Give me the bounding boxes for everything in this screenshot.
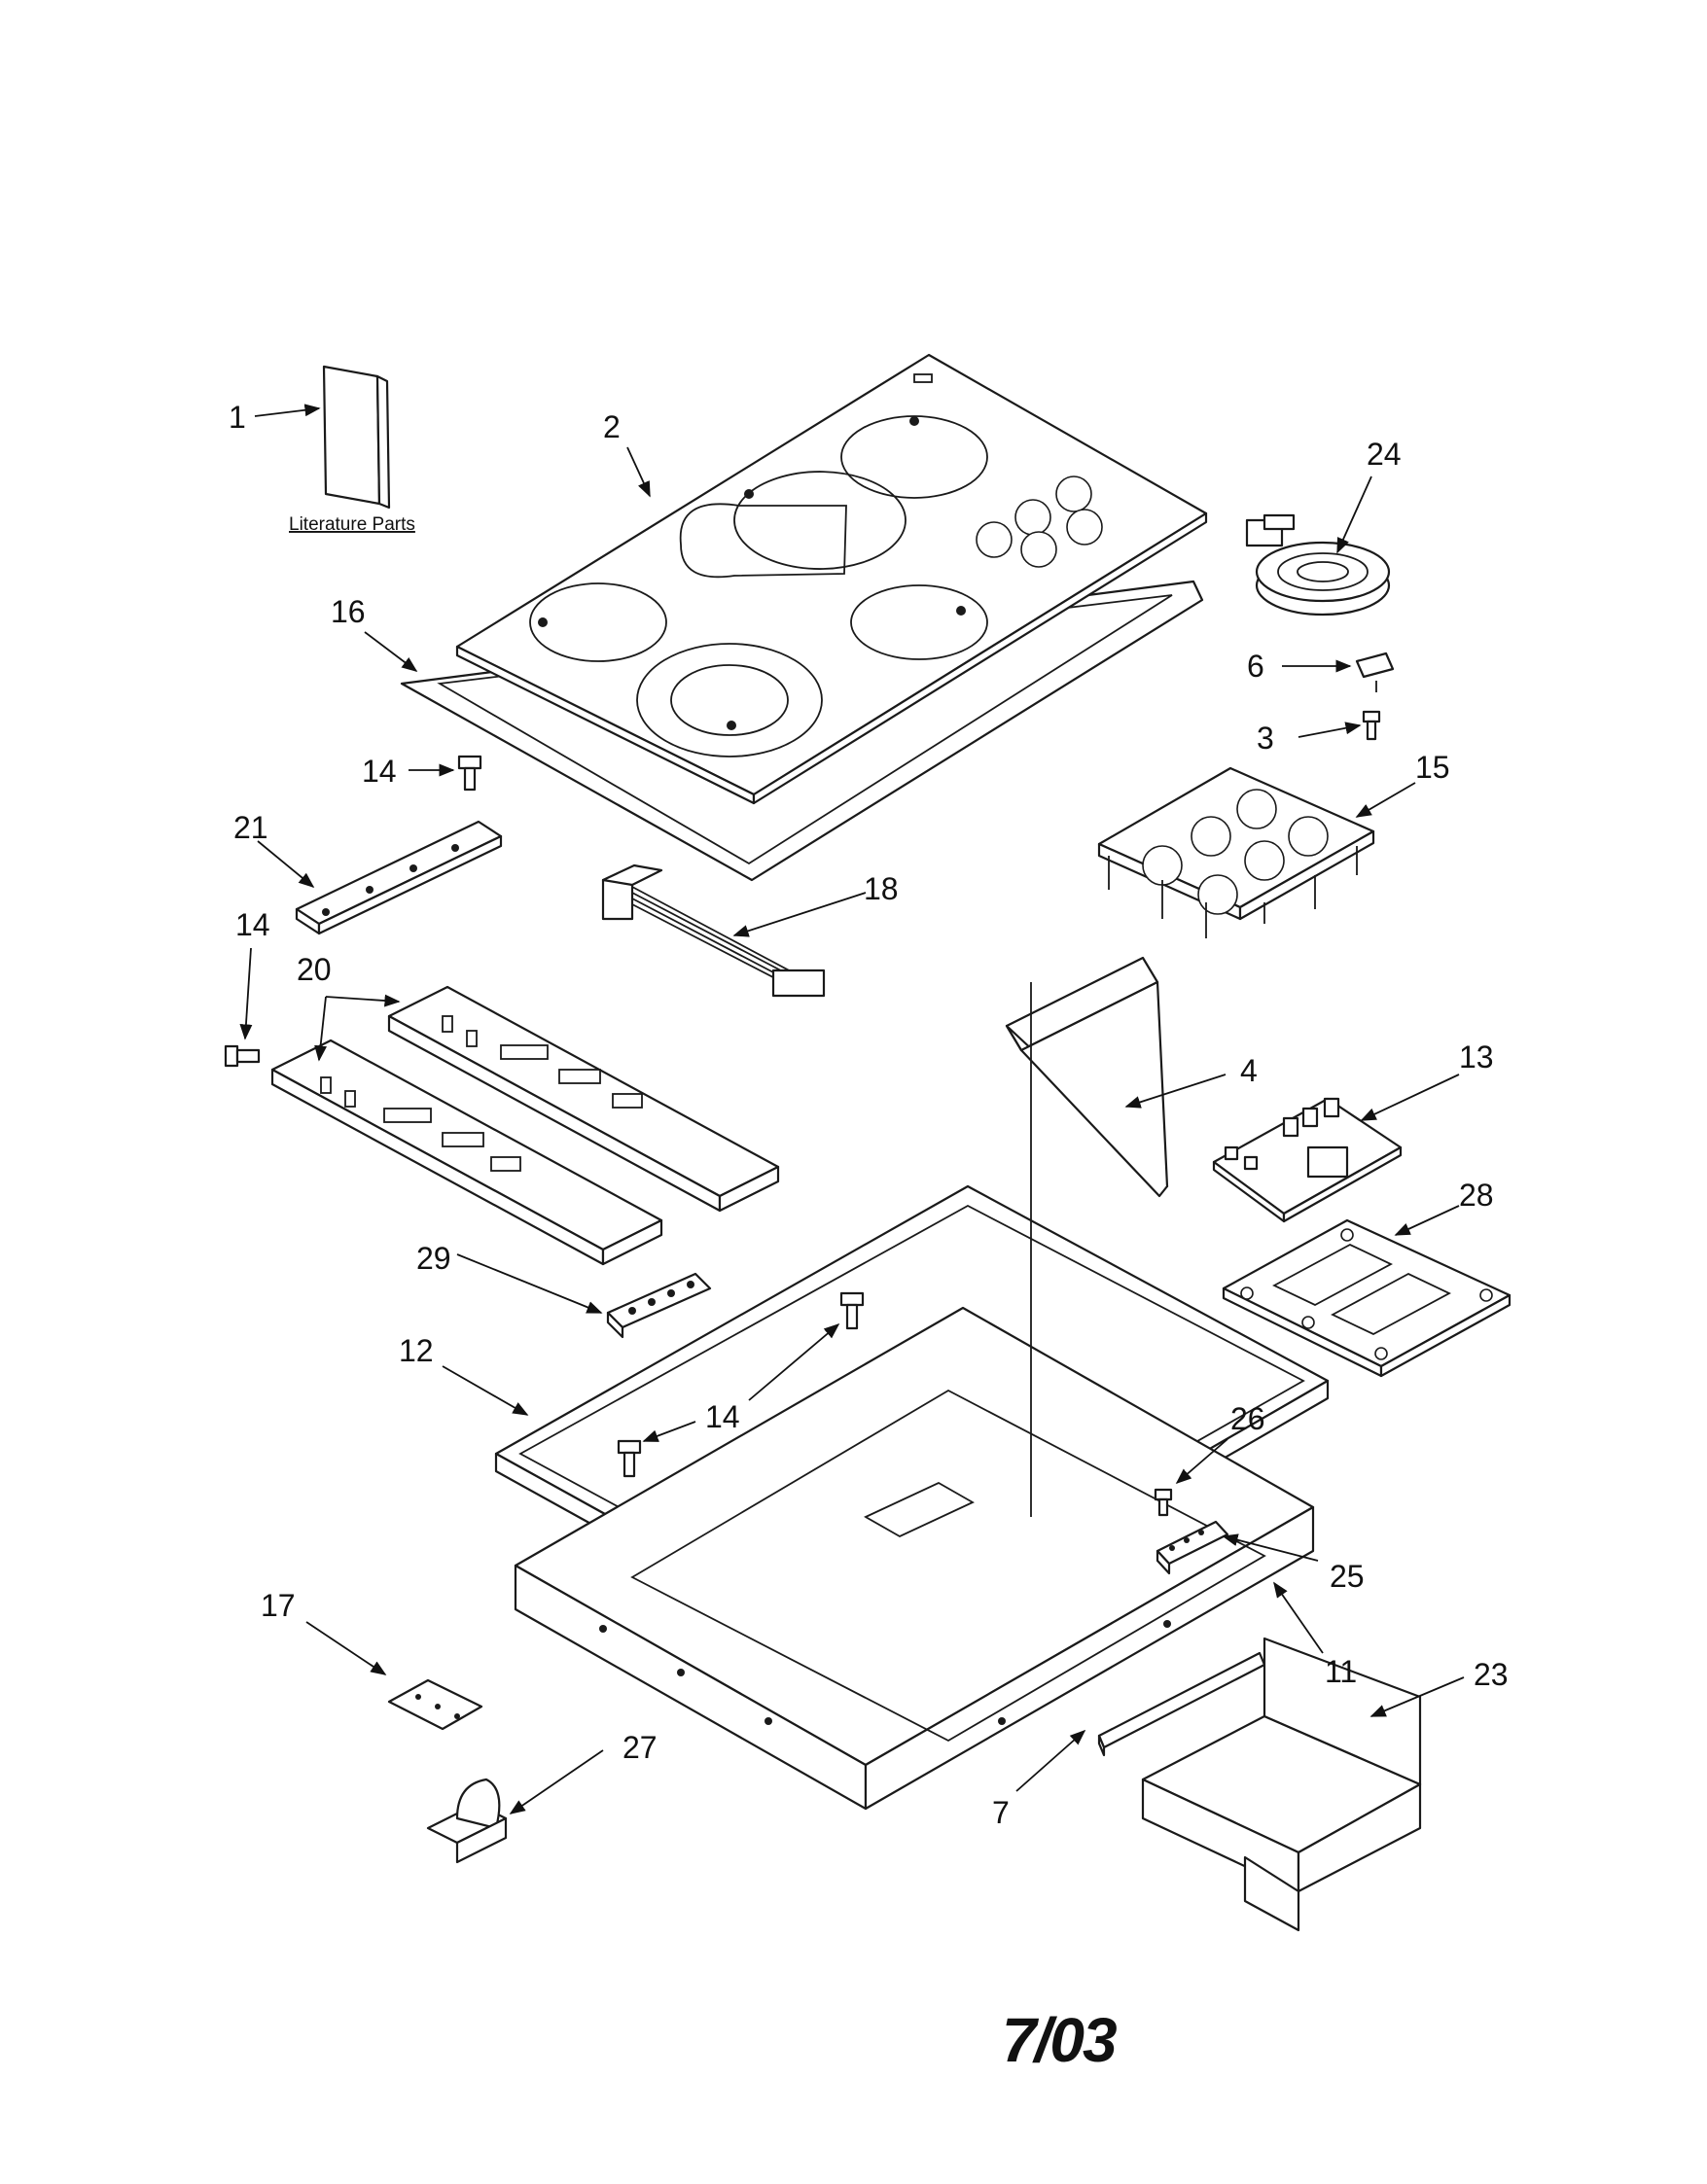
part-radiant-element (1245, 513, 1391, 616)
callout-2: 2 (603, 409, 621, 444)
part-literature-booklet (322, 365, 391, 510)
callout-3: 3 (1257, 721, 1274, 756)
callout-1: 1 (229, 400, 246, 435)
part-shield (1005, 956, 1169, 1198)
part-electronic-board (1212, 1097, 1403, 1223)
part-plate (387, 1678, 483, 1731)
part-vent-trim-lower (270, 1039, 663, 1266)
part-mounting-plate (1222, 1218, 1511, 1378)
part-clip (1355, 652, 1395, 692)
callout-24: 24 (1367, 437, 1402, 472)
part-screw-14c (617, 1291, 865, 1478)
callout-labels: 1 2 24 16 6 3 14 15 21 18 14 20 4 13 28 … (229, 400, 1509, 1830)
part-screw-14b (224, 1044, 261, 1068)
callout-28: 28 (1459, 1178, 1494, 1213)
callout-27: 27 (622, 1730, 658, 1765)
callout-17: 17 (261, 1588, 296, 1623)
callout-14c: 14 (705, 1399, 740, 1434)
callout-23: 23 (1474, 1657, 1509, 1692)
leader-lines (239, 404, 1465, 1814)
callout-14b: 14 (235, 907, 270, 942)
part-bracket-21 (295, 820, 503, 935)
callout-29: 29 (416, 1241, 451, 1276)
part-ribbon-cable (601, 863, 826, 998)
part-glass-cooktop (455, 353, 1208, 805)
callout-18: 18 (864, 871, 899, 906)
part-vent-trim-upper (387, 985, 780, 1213)
part-junction-box (1141, 1637, 1422, 1932)
part-screw-26 (1154, 1488, 1173, 1517)
literature-caption: Literature Parts (289, 514, 415, 535)
callout-4: 4 (1240, 1053, 1258, 1088)
callout-26: 26 (1230, 1401, 1265, 1436)
callout-12: 12 (399, 1333, 434, 1368)
date-code: 7/03 (1002, 2005, 1117, 2075)
part-clamp (426, 1778, 508, 1864)
callout-25: 25 (1330, 1559, 1365, 1594)
part-screw-14a (457, 755, 482, 792)
callout-20: 20 (297, 952, 332, 987)
callout-6: 6 (1247, 649, 1264, 684)
callout-21: 21 (233, 810, 268, 845)
callout-11: 11 (1325, 1654, 1357, 1689)
callout-7: 7 (992, 1795, 1010, 1830)
callout-13: 13 (1459, 1039, 1494, 1074)
part-screw (1362, 710, 1381, 741)
part-small-bracket (606, 1272, 712, 1339)
callout-15: 15 (1415, 750, 1450, 785)
callout-16: 16 (331, 594, 366, 629)
part-control-board (1097, 766, 1375, 938)
part-main-box (514, 982, 1315, 1811)
callout-14a: 14 (362, 754, 397, 789)
